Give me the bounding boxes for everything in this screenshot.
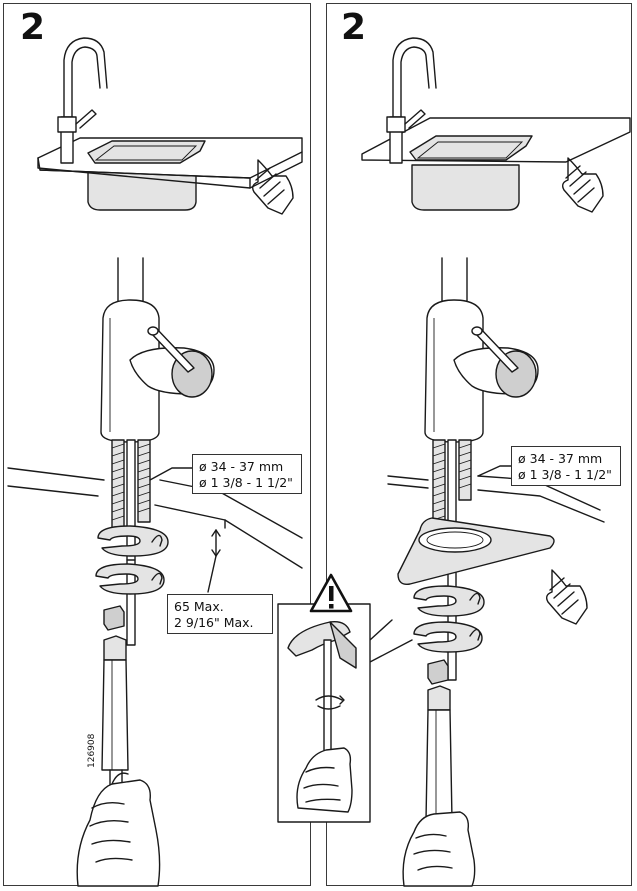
step-number-right: 2 — [341, 7, 367, 48]
right-socket-wrench — [425, 685, 453, 821]
right-horseshoe-washers — [413, 585, 485, 653]
right-pointer-line — [477, 465, 513, 477]
left-hand — [76, 772, 161, 887]
left-countertop-overview — [37, 137, 303, 211]
right-faucet-body — [424, 257, 539, 443]
warning-inset — [277, 603, 413, 823]
hole-diameter-callout-left: ø 34 - 37 mm ø 1 3/8 - 1 1/2" — [192, 454, 302, 494]
right-touch-hand-icon — [561, 157, 604, 213]
hole-diameter-mm-left: ø 34 - 37 mm — [199, 459, 284, 474]
left-nut — [103, 605, 125, 631]
step-number-left: 2 — [20, 7, 46, 48]
left-horseshoe-washers — [95, 525, 169, 595]
left-faucet-overview — [57, 37, 108, 164]
touch-hand-icon — [251, 159, 294, 215]
right-countertop-overview — [361, 117, 631, 211]
thickness-dimension-arrow — [149, 467, 221, 593]
left-socket-wrench — [101, 635, 129, 791]
right-faucet-overview — [386, 37, 437, 164]
part-code: 126908 — [87, 733, 97, 768]
right-hand — [402, 811, 476, 887]
left-faucet-body — [100, 257, 215, 443]
max-thickness-callout: 65 Max. 2 9/16" Max. — [167, 594, 273, 634]
left-hoses-threaded-rod — [111, 439, 151, 646]
max-thickness-in: 2 9/16" Max. — [174, 615, 254, 630]
hole-diameter-in-left: ø 1 3/8 - 1 1/2" — [199, 475, 293, 490]
hole-diameter-callout-right: ø 34 - 37 mm ø 1 3/8 - 1 1/2" — [511, 446, 621, 486]
hole-diameter-mm-right: ø 34 - 37 mm — [518, 451, 603, 466]
warning-triangle-icon — [309, 573, 353, 613]
max-thickness-mm: 65 Max. — [174, 599, 224, 614]
right-mounting-bracket — [397, 517, 555, 585]
right-nut — [427, 659, 449, 685]
hole-diameter-in-right: ø 1 3/8 - 1 1/2" — [518, 467, 612, 482]
right-touch-hand-icon-2 — [545, 569, 588, 625]
